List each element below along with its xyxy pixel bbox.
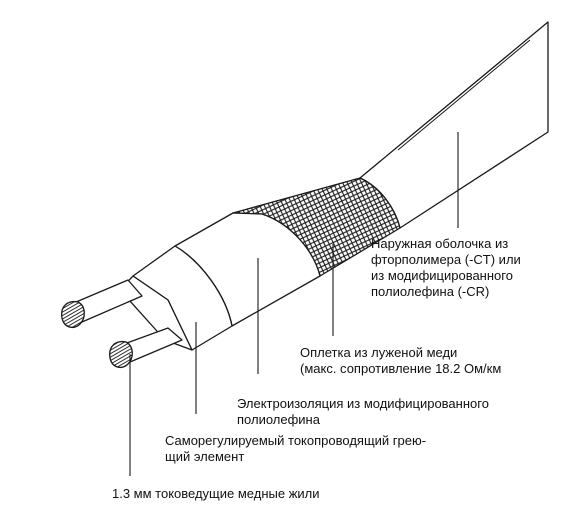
core-label-line-2: щий элемент bbox=[165, 449, 245, 464]
insulation-label-line-2: полиолефина bbox=[237, 412, 320, 427]
braid-label-line-1: Оплетка из луженой меди bbox=[300, 345, 458, 360]
insulation-label: Электроизоляция из модифицированного пол… bbox=[237, 396, 489, 428]
conductor-lower-strands bbox=[109, 340, 133, 369]
braid-label: Оплетка из луженой меди (макс. сопротивл… bbox=[300, 345, 501, 377]
braid-label-line-2: (макс. сопротивление 18.2 Ом/км bbox=[300, 361, 502, 376]
outer-jacket-label: Наружная оболочка из фторполимера (-CT) … bbox=[371, 236, 521, 300]
outer-jacket-label-line-3: из модифицированного bbox=[371, 268, 513, 283]
outer-jacket-highlight bbox=[397, 39, 531, 151]
core-label-line-1: Саморегулируемый токопроводящий грею- bbox=[165, 433, 427, 448]
conductors-label-line-1: 1.3 мм токоведущие медные жили bbox=[112, 486, 320, 501]
outer-jacket-label-line-4: полиолефина (-CR) bbox=[371, 284, 490, 299]
outer-jacket-label-line-1: Наружная оболочка из bbox=[371, 236, 509, 251]
conductors-label: 1.3 мм токоведущие медные жили bbox=[112, 486, 320, 502]
conductor-upper-strands bbox=[61, 300, 85, 329]
outer-jacket-label-line-2: фторполимера (-CT) или bbox=[371, 252, 521, 267]
insulation-label-line-1: Электроизоляция из модифицированного bbox=[237, 396, 489, 411]
core-label: Саморегулируемый токопроводящий грею- щи… bbox=[165, 433, 426, 465]
outer-jacket bbox=[359, 21, 549, 229]
